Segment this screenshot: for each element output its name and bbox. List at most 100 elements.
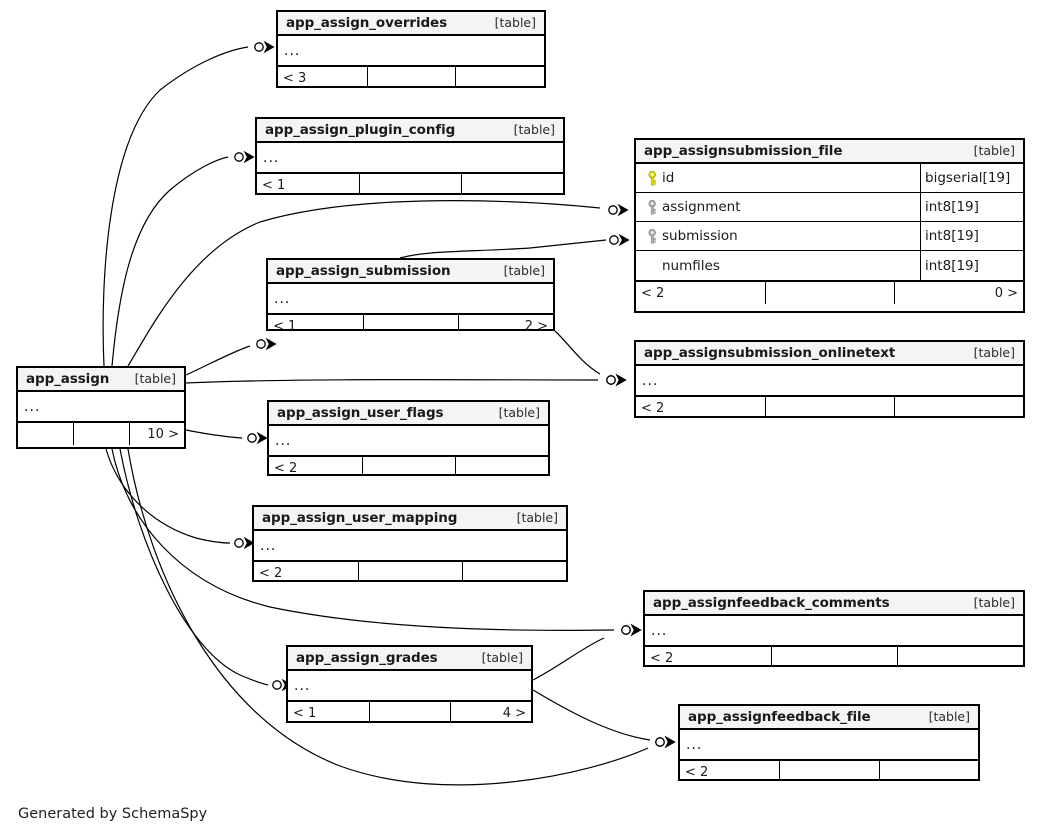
- table-app-assignsubmission-onlinetext[interactable]: app_assignsubmission_onlinetext [table] …: [634, 340, 1025, 418]
- footer-children-count: [878, 761, 978, 779]
- crows-foot-arrow: [256, 431, 268, 445]
- footer-middle: [779, 761, 878, 779]
- footer-middle: [771, 647, 897, 665]
- column-row[interactable]: submission int8[19]: [636, 222, 1023, 251]
- cardinality-zero-marker: [254, 42, 264, 52]
- footer-parents-count: < 3: [283, 70, 307, 86]
- column-name: submission: [662, 228, 738, 244]
- table-header: app_assign_grades [table]: [288, 647, 531, 671]
- footer-children-count: [461, 174, 563, 193]
- footer-middle: [73, 423, 128, 445]
- table-tag: [table]: [516, 510, 558, 525]
- table-footer: < 2: [254, 560, 566, 581]
- relationship-line: [185, 345, 251, 376]
- table-body: ...: [268, 284, 553, 313]
- table-app-assignfeedback-comments[interactable]: app_assignfeedback_comments [table] ... …: [643, 590, 1025, 667]
- crows-foot-arrow: [664, 735, 676, 749]
- table-footer: < 2: [645, 645, 1023, 665]
- collapsed-columns-ellipsis: ...: [288, 671, 531, 700]
- cardinality-zero-marker: [608, 205, 618, 215]
- collapsed-columns-ellipsis: ...: [257, 143, 563, 172]
- table-app-assign-grades[interactable]: app_assign_grades [table] ... < 1 4 >: [286, 645, 533, 723]
- collapsed-columns-ellipsis: ...: [636, 366, 1023, 395]
- table-footer: < 2: [680, 759, 978, 779]
- table-body: ...: [254, 531, 566, 560]
- footer-children-count: [897, 647, 1023, 665]
- table-title: app_assignsubmission_onlinetext: [644, 344, 896, 361]
- foreign-key-icon: [642, 228, 662, 244]
- table-app-assign-user-flags[interactable]: app_assign_user_flags [table] ... < 2: [267, 400, 550, 476]
- column-row[interactable]: id bigserial[19]: [636, 164, 1023, 193]
- footer-parents-count: < 1: [293, 705, 317, 721]
- table-header: app_assignsubmission_file [table]: [636, 140, 1023, 164]
- table-footer: < 2: [269, 455, 548, 476]
- footer-children-count: 10 >: [128, 423, 184, 445]
- footer-children-count: 2 >: [458, 315, 553, 329]
- table-tag: [table]: [503, 263, 545, 278]
- table-footer: < 3: [278, 65, 544, 86]
- footer-parents-count: < 2: [274, 460, 298, 476]
- table-app-assign-user-mapping[interactable]: app_assign_user_mapping [table] ... < 2: [252, 505, 568, 582]
- table-tag: [table]: [973, 595, 1015, 610]
- table-body: ...: [278, 36, 544, 65]
- cardinality-zero-marker: [606, 375, 616, 385]
- table-title: app_assignfeedback_file: [688, 708, 871, 725]
- column-name: assignment: [662, 199, 741, 215]
- primary-key-icon: [642, 170, 662, 186]
- footer-parents-count: < 1: [262, 177, 286, 193]
- relationship-line: [185, 379, 599, 384]
- collapsed-columns-ellipsis: ...: [278, 36, 544, 65]
- column-type: bigserial[19]: [920, 164, 1023, 192]
- table-app-assignfeedback-file[interactable]: app_assignfeedback_file [table] ... < 2: [678, 704, 980, 781]
- footer-parents-count: < 2: [259, 565, 283, 581]
- table-title: app_assignsubmission_file: [644, 142, 843, 159]
- table-app-assign-submission[interactable]: app_assign_submission [table] ... < 1 2 …: [266, 258, 555, 331]
- table-app-assign[interactable]: app_assign [table] ... 10 >: [16, 366, 186, 449]
- relationship-line: [127, 448, 649, 786]
- table-body: ...: [269, 426, 548, 455]
- table-app-assign-plugin-config[interactable]: app_assign_plugin_config [table] ... < 1: [255, 117, 565, 195]
- relationship-line: [105, 448, 231, 544]
- cardinality-zero-marker: [247, 433, 257, 443]
- table-tag: [table]: [494, 15, 536, 30]
- table-body: ...: [645, 616, 1023, 645]
- collapsed-columns-ellipsis: ...: [254, 531, 566, 560]
- table-tag: [table]: [928, 709, 970, 724]
- table-footer: < 1 4 >: [288, 700, 531, 721]
- table-title: app_assign_submission: [276, 262, 451, 279]
- column-type: int8[19]: [920, 222, 1023, 250]
- table-tag: [table]: [498, 405, 540, 420]
- column-type: int8[19]: [920, 251, 1023, 280]
- table-footer: < 1 2 >: [268, 313, 553, 329]
- table-title: app_assignfeedback_comments: [653, 594, 890, 611]
- table-header: app_assign_user_flags [table]: [269, 402, 548, 426]
- crows-foot-arrow: [617, 203, 629, 217]
- table-title: app_assign_overrides: [286, 14, 448, 31]
- table-header: app_assign_plugin_config [table]: [257, 119, 563, 143]
- cardinality-zero-marker: [272, 680, 282, 690]
- footer-children-count: [894, 397, 1023, 416]
- table-tag: [table]: [134, 371, 176, 386]
- cardinality-zero-marker: [234, 152, 244, 162]
- table-body: ...: [18, 392, 184, 421]
- column-type: int8[19]: [920, 193, 1023, 221]
- column-name-cell: numfiles: [636, 258, 920, 274]
- table-app-assign-overrides[interactable]: app_assign_overrides [table] ... < 3: [276, 10, 546, 88]
- crows-foot-arrow: [630, 623, 642, 637]
- crows-foot-arrow: [263, 40, 275, 54]
- collapsed-columns-ellipsis: ...: [645, 616, 1023, 645]
- table-body: ...: [288, 671, 531, 700]
- column-row[interactable]: numfiles int8[19]: [636, 251, 1023, 280]
- table-header: app_assign_user_mapping [table]: [254, 507, 566, 531]
- cardinality-zero-marker: [621, 625, 631, 635]
- table-app-assignsubmission-file[interactable]: app_assignsubmission_file [table]: [634, 138, 1025, 313]
- table-header: app_assign_submission [table]: [268, 260, 553, 284]
- crows-foot-arrow: [615, 373, 627, 387]
- column-row[interactable]: assignment int8[19]: [636, 193, 1023, 222]
- relationship-line: [102, 46, 249, 367]
- footer-middle: [362, 457, 455, 474]
- cardinality-zero-marker: [609, 235, 619, 245]
- table-header: app_assign [table]: [18, 368, 184, 392]
- table-footer: < 2: [636, 395, 1023, 416]
